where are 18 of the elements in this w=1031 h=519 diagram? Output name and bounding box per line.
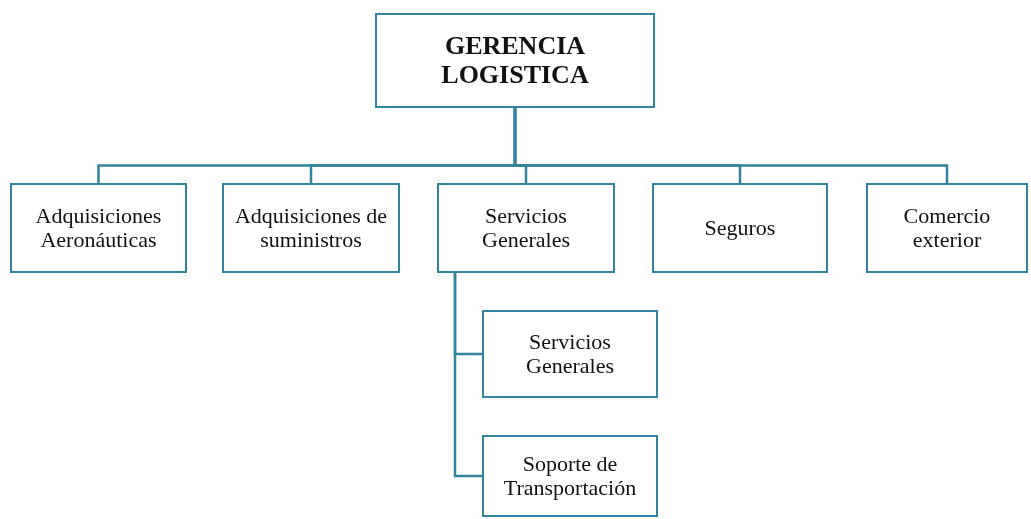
unit-box (482, 310, 658, 398)
box-label: Servicios Generales (525, 329, 615, 379)
box-label: Adquisiciones Aeronáuticas (34, 203, 163, 253)
unit-box (866, 183, 1028, 273)
box-label: Servicios Generales (481, 203, 571, 253)
unit-box (482, 435, 658, 517)
box-label: Seguros (704, 215, 776, 241)
box-label: Soporte de Transportación (502, 451, 638, 501)
box-label: GERENCIA LOGISTICA (440, 31, 590, 90)
unit-box (222, 183, 400, 273)
unit-box (437, 183, 615, 273)
unit-box (652, 183, 828, 273)
box-label: Adquisiciones de suministros (233, 203, 389, 253)
connector-line (453, 273, 482, 478)
unit-box (10, 183, 187, 273)
connector-line (513, 108, 949, 183)
head-box (375, 13, 655, 108)
box-label: Comercio exterior (902, 203, 992, 253)
